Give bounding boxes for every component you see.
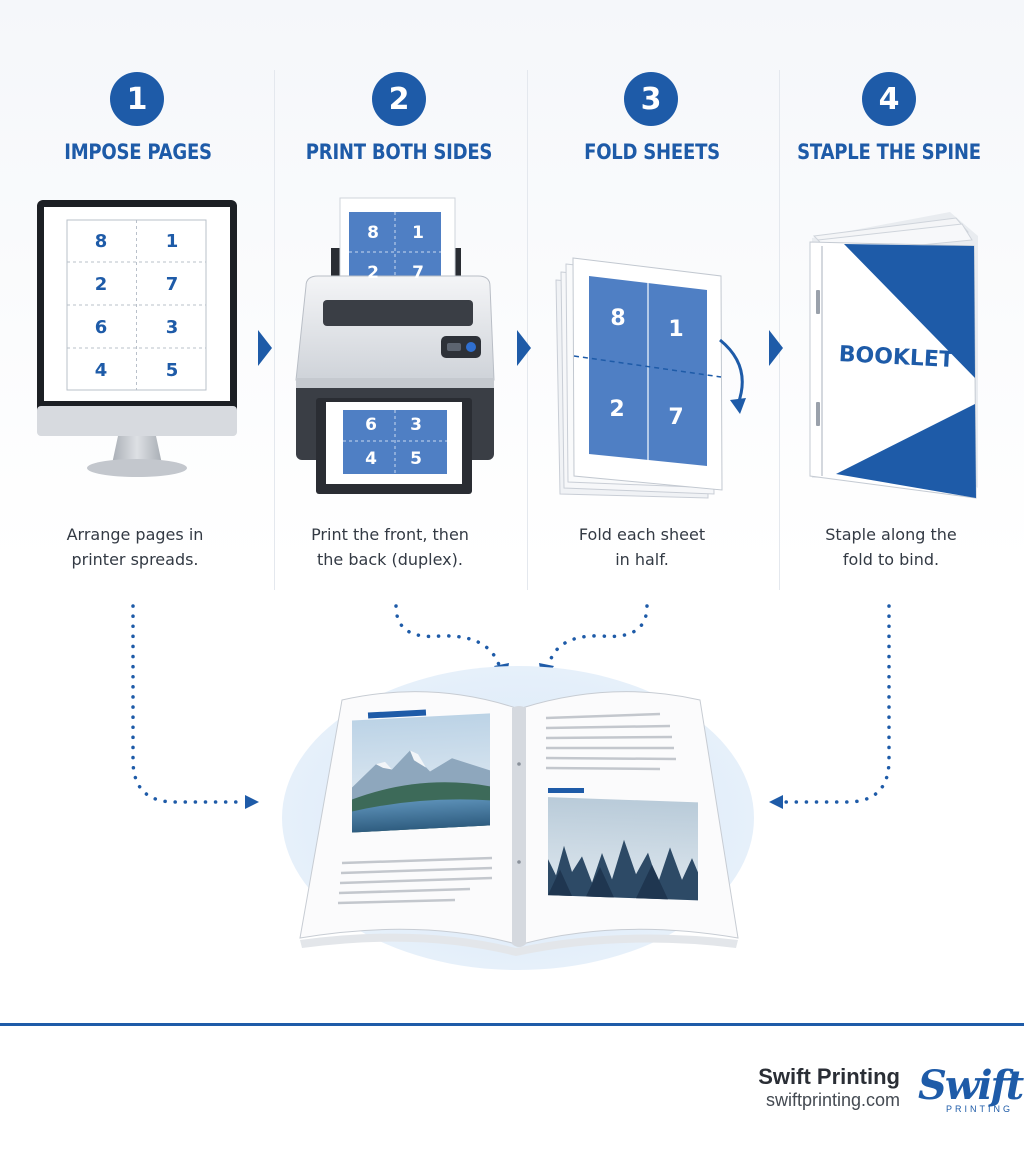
- printer-output-page-number: 6: [365, 415, 377, 435]
- step-1-title: IMPOSE PAGES: [64, 140, 212, 164]
- booklet-cover-title: BOOKLET: [838, 342, 954, 373]
- next-arrow-icon: [769, 330, 783, 366]
- printer-page-number: 7: [412, 263, 424, 283]
- printer-output-page-number: 4: [365, 449, 377, 469]
- booklet-icon: [809, 212, 978, 499]
- step-3-number: 3: [624, 72, 678, 126]
- connector-arrowhead-icon: [769, 795, 783, 809]
- printer-page-number: 1: [412, 223, 424, 243]
- next-arrow-icon: [258, 330, 272, 366]
- printer-icon: [295, 197, 495, 494]
- monitor-page-number: 7: [166, 274, 179, 295]
- printer-page-number: 2: [367, 263, 379, 283]
- column-divider: [274, 70, 275, 590]
- step-1-number: 1: [110, 72, 164, 126]
- folded-page-number: 8: [610, 306, 625, 331]
- monitor-page-number: 6: [95, 317, 108, 338]
- step-4-number: 4: [862, 72, 916, 126]
- next-arrow-icon: [517, 330, 531, 366]
- monitor-page-number: 5: [166, 360, 179, 381]
- printer-page-number: 8: [367, 223, 379, 243]
- printer-output-page-number: 5: [410, 449, 422, 469]
- monitor-page-number: 1: [166, 231, 179, 252]
- brand-name: Swift Printing: [758, 1064, 900, 1089]
- folded-sheets-icon: [555, 257, 746, 499]
- monitor-page-number: 3: [166, 317, 179, 338]
- monitor-page-number: 2: [95, 274, 108, 295]
- folded-page-number: 2: [609, 397, 624, 422]
- process-illustrations: 8 1 2 7 6 3 4 5 8 1 2 7 6: [37, 197, 978, 970]
- dotted-connectors: [131, 604, 891, 804]
- brand-url: swiftprinting.com: [765, 1090, 900, 1110]
- open-book-illustration: [282, 666, 754, 970]
- connector-arrowhead-icon: [245, 795, 259, 809]
- folded-page-number: 1: [668, 317, 683, 342]
- step-2-title: PRINT BOTH SIDES: [305, 140, 493, 164]
- footer-divider: [0, 1023, 1024, 1026]
- swift-printing-logo: Swift PRINTING: [918, 1062, 1024, 1122]
- step-3-title: FOLD SHEETS: [584, 140, 720, 164]
- printer-output-page-number: 3: [410, 415, 422, 435]
- column-divider: [527, 70, 528, 590]
- monitor-icon: [37, 200, 237, 477]
- column-divider: [779, 70, 780, 590]
- monitor-page-number: 8: [95, 231, 108, 252]
- monitor-page-number: 4: [95, 360, 108, 381]
- logo-wordmark: Swift: [918, 1062, 1024, 1109]
- step-2-number: 2: [372, 72, 426, 126]
- logo-subtext: PRINTING: [946, 1104, 1014, 1114]
- step-4-title: STAPLE THE SPINE: [797, 140, 981, 164]
- folded-page-number: 7: [668, 405, 683, 430]
